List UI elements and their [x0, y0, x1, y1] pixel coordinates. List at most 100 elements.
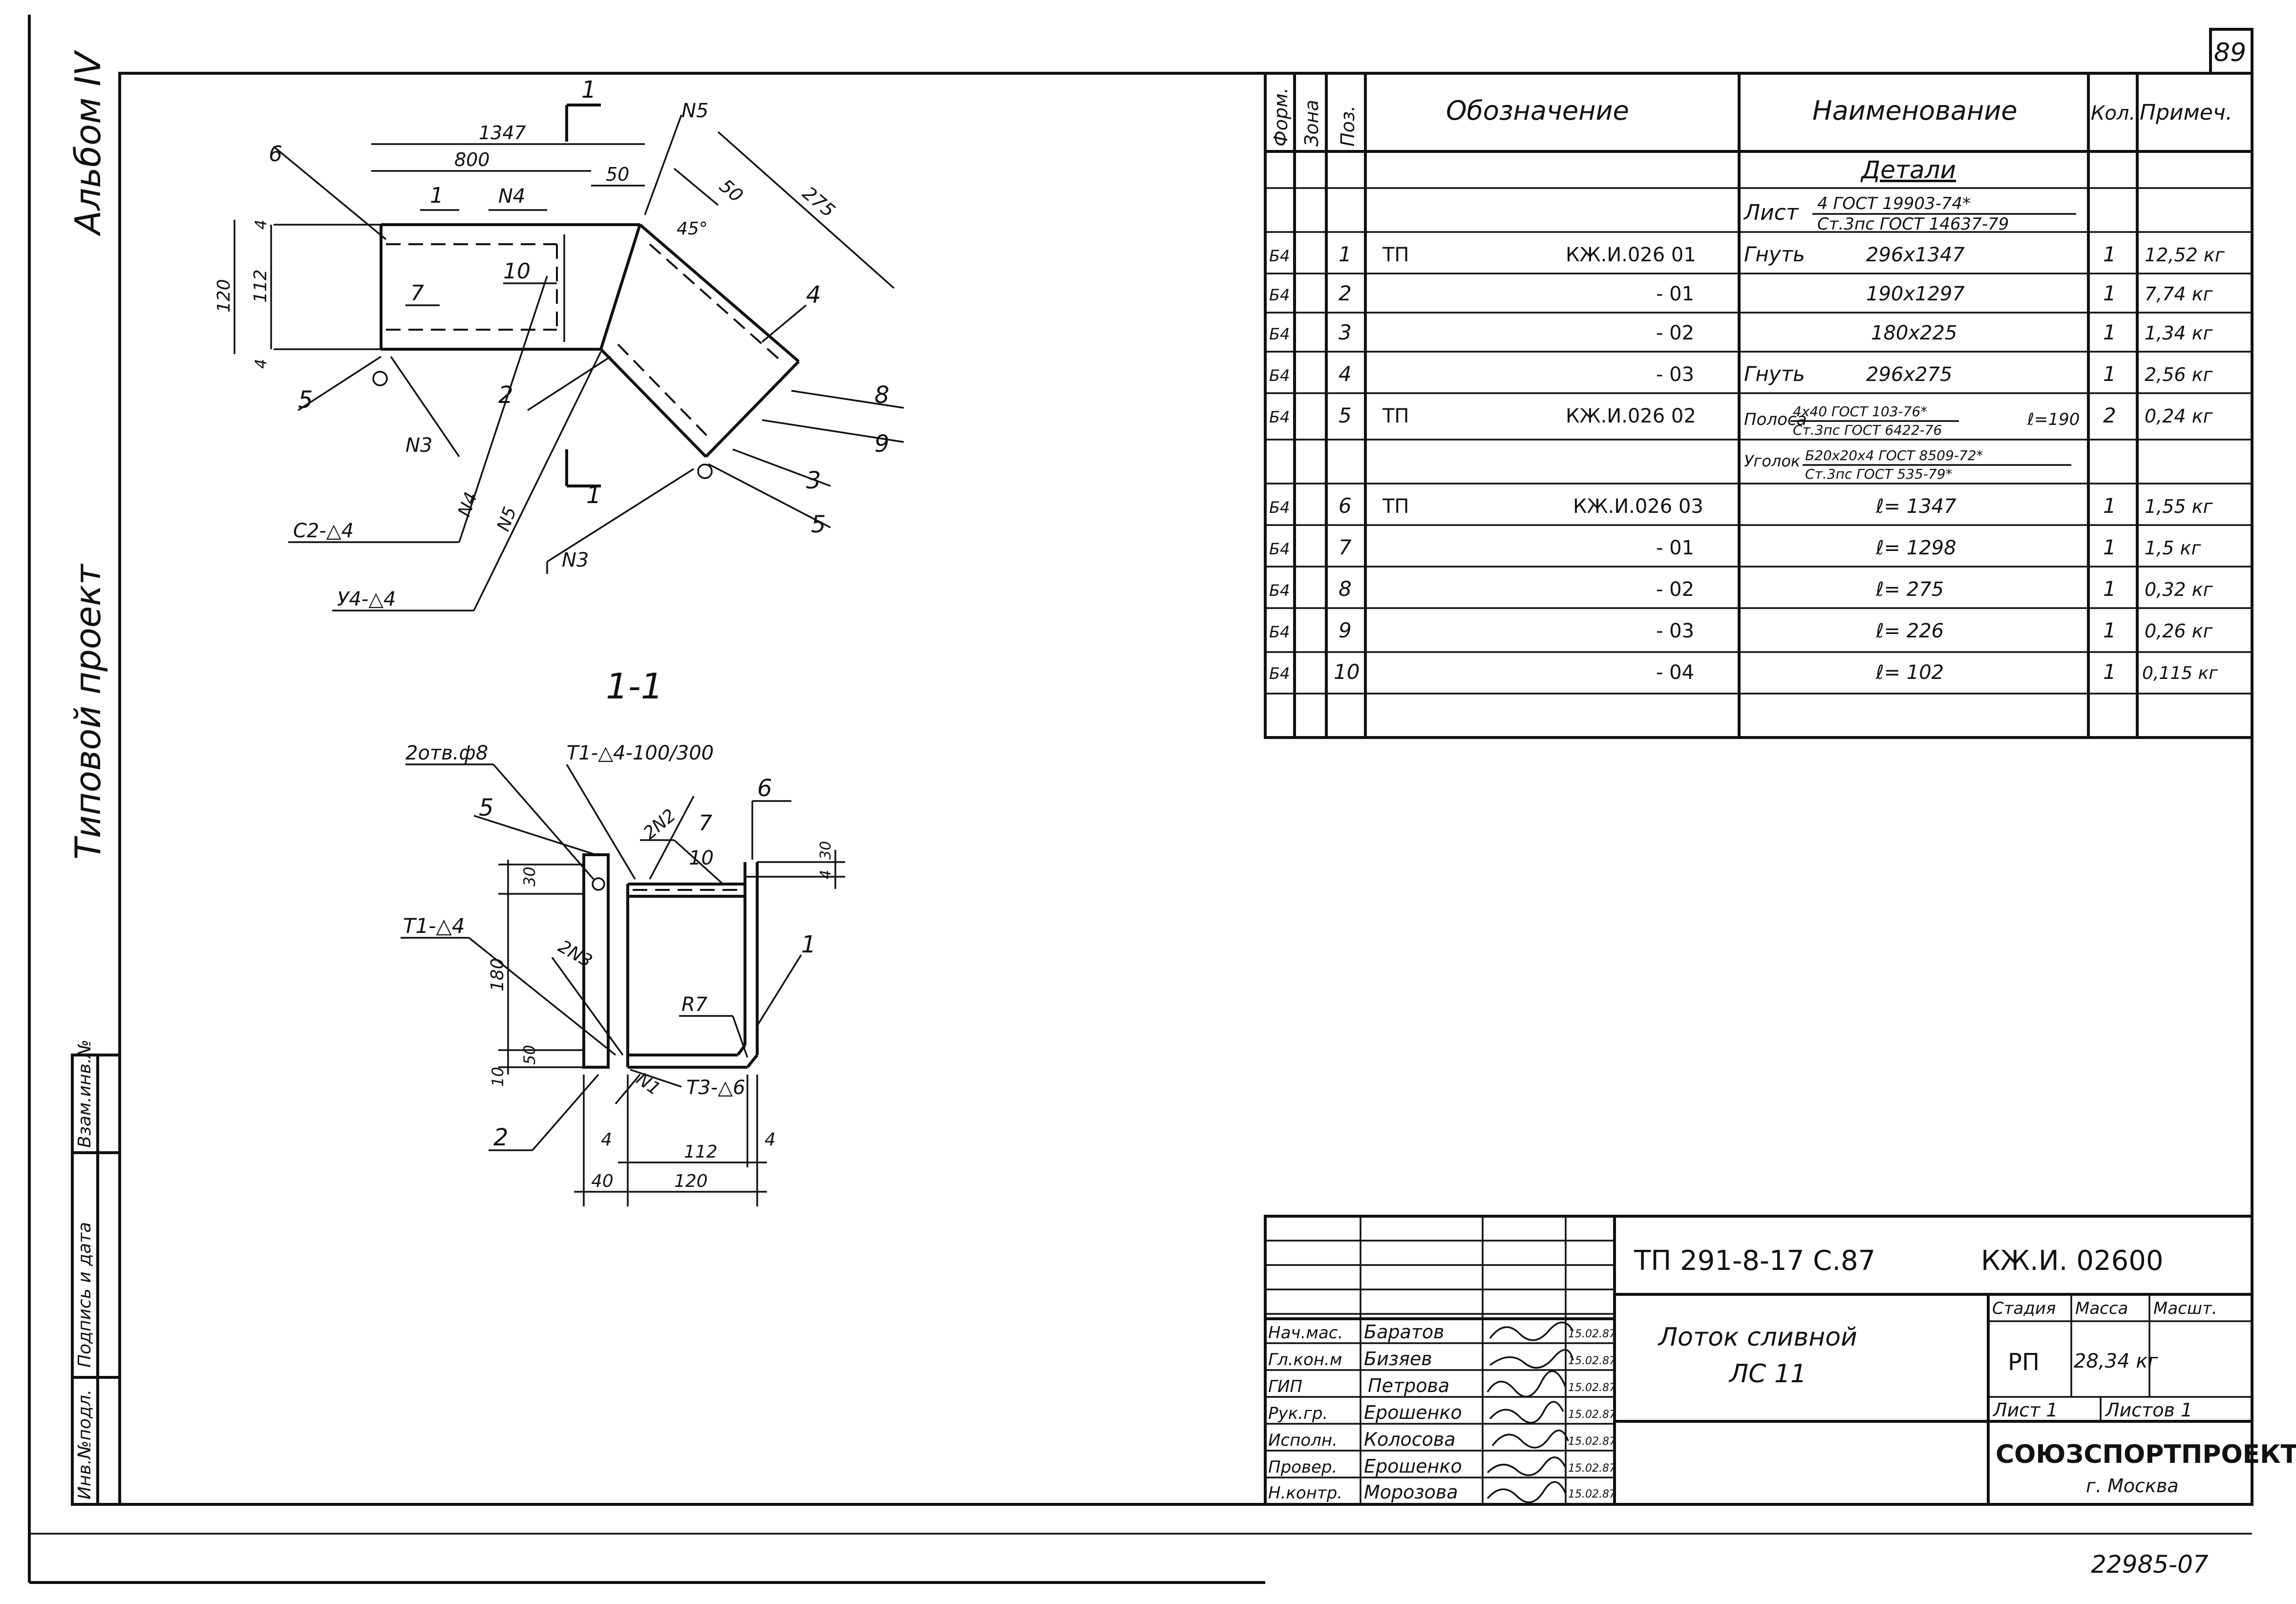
row-pos: 7	[1339, 535, 1352, 559]
callout-8: 8	[874, 381, 890, 409]
section-dim-4-left: 4	[601, 1130, 612, 1150]
material-prefix: Лист	[1743, 200, 1799, 225]
row-qty: 1	[2103, 535, 2116, 559]
row-name: Гнуть	[1744, 242, 1805, 266]
organization-city: г. Москва	[2086, 1475, 2179, 1497]
row-pos: 6	[1339, 494, 1352, 518]
row-code: ТП	[1382, 244, 1409, 266]
row-qty: 1	[2103, 577, 2116, 601]
callout-4: 4	[806, 281, 821, 309]
typical-project-label: Типовой проект	[67, 563, 108, 860]
row-name: Уголок	[1744, 452, 1801, 470]
row-qty: 1	[2103, 494, 2116, 518]
drawing-code: КЖ.И. 02600	[1981, 1245, 2164, 1277]
row-note: 0,24 кг	[2145, 405, 2213, 427]
row-form: Б4	[1269, 408, 1290, 426]
section-dim-50: 50	[520, 1045, 539, 1065]
table-row: Б4 7 - 01 ℓ= 1298 1 1,5 кг	[1269, 535, 2201, 559]
sheet-label: Лист 1	[1992, 1399, 2058, 1421]
row-name: Полоса	[1744, 410, 1807, 429]
table-row: Б4 8 - 02 ℓ= 275 1 0,32 кг	[1269, 577, 2213, 601]
signature-mark	[1491, 1429, 1569, 1449]
row-form: Б4	[1269, 623, 1290, 641]
dim-4-bottom: 4	[252, 359, 270, 369]
sig-role: Гл.кон.м	[1268, 1350, 1342, 1370]
section-dim-10: 10	[489, 1067, 507, 1087]
th-designation: Обозначение	[1446, 95, 1629, 126]
th-form: Форм.	[1270, 87, 1292, 147]
section-mark-top: 1	[581, 76, 596, 104]
sig-date: 15.02.87	[1568, 1328, 1616, 1340]
callout-n3-left: N3	[405, 434, 432, 457]
row-pos: 1	[1339, 242, 1352, 266]
dim-275: 275	[798, 182, 839, 221]
section-callout-1: 1	[801, 931, 816, 958]
row-code: ТП	[1382, 495, 1409, 518]
sig-date: 15.02.87	[1568, 1382, 1616, 1394]
section-geometry	[401, 763, 845, 1206]
callout-5-left: 5	[298, 386, 313, 414]
note-2n3: 2N3	[555, 936, 596, 971]
section-dim-112: 112	[684, 1142, 718, 1162]
sig-date: 15.02.87	[1568, 1409, 1616, 1421]
row-ref: - 03	[1656, 620, 1694, 642]
weld-c2: С2-△4	[293, 520, 354, 542]
stage-header: Стадия	[1992, 1299, 2056, 1318]
callout-10: 10	[503, 259, 531, 284]
dim-4-top: 4	[252, 220, 270, 230]
spec-table-grid	[1264, 72, 2253, 739]
sig-name: Ерошенко	[1364, 1456, 1462, 1477]
album-label: Альбом IV	[67, 49, 108, 236]
stamp-replace-label: Взам.инв.№	[75, 1039, 95, 1148]
organization-name: СОЮЗСПОРТПРОЕКТ	[1996, 1440, 2296, 1469]
row-ref: - 04	[1656, 661, 1694, 684]
weld-n5-diag: N5	[493, 504, 521, 534]
sig-name: Петрова	[1368, 1375, 1449, 1396]
sig-name: Баратов	[1364, 1321, 1445, 1343]
row-qty: 1	[2103, 618, 2116, 642]
section-dim-120: 120	[674, 1171, 708, 1191]
row-size: ℓ= 1298	[1875, 537, 1956, 559]
section-dim-40: 40	[591, 1171, 614, 1191]
spec-rows: Б4 1 ТП КЖ.И.026 01 Гнуть 296х1347 1 12,…	[1269, 242, 2225, 684]
th-note: Примеч.	[2140, 100, 2232, 125]
sig-name: Морозова	[1364, 1481, 1458, 1503]
table-row: Б4 1 ТП КЖ.И.026 01 Гнуть 296х1347 1 12,…	[1269, 242, 2225, 266]
row-ref: КЖ.И.026 03	[1573, 495, 1703, 518]
row-pos: 5	[1339, 403, 1352, 427]
signature-mark	[1489, 1349, 1574, 1369]
row-note: 0,26 кг	[2145, 620, 2213, 642]
callout-1: 1	[430, 183, 444, 208]
row-size: 296х275	[1866, 363, 1952, 386]
sig-role: Исполн.	[1268, 1431, 1338, 1450]
row-name: Гнуть	[1744, 362, 1805, 386]
note-t3: Т3-△6	[686, 1076, 745, 1099]
row-size: ℓ= 102	[1875, 661, 1944, 684]
th-zone: Зона	[1301, 100, 1322, 147]
sig-date: 15.02.87	[1568, 1462, 1616, 1475]
row-code: ТП	[1382, 405, 1409, 427]
sig-date: 15.02.87	[1568, 1488, 1616, 1500]
callout-n5: N5	[681, 100, 708, 122]
row-mat-bottom: Ст.3пс ГОСТ 6422-76	[1793, 422, 1942, 438]
row-pos: 3	[1339, 320, 1352, 344]
section-title: 1-1	[606, 666, 663, 707]
row-form: Б4	[1269, 247, 1290, 265]
scale-header: Масшт.	[2153, 1299, 2217, 1318]
table-row: Б4 2 - 01 190х1297 1 7,74 кг	[1269, 281, 2213, 305]
sig-name: Ерошенко	[1364, 1402, 1462, 1423]
signature-rows: Нач.мас. Баратов 15.02.87 Гл.кон.м Бизяе…	[1268, 1321, 1616, 1503]
section-callout-2: 2	[493, 1124, 509, 1151]
sig-role: Нач.мас.	[1268, 1323, 1343, 1343]
spec-section-title: Детали	[1860, 156, 1956, 184]
row-size: ℓ= 1347	[1875, 495, 1956, 518]
row-size: 190х1297	[1866, 283, 1965, 305]
row-note: 1,34 кг	[2145, 322, 2213, 344]
section-dim-30-left: 30	[520, 866, 539, 886]
dim-45deg: 45°	[677, 219, 708, 239]
th-name: Наименование	[1812, 95, 2018, 126]
sheet-number: 89	[2214, 38, 2246, 67]
row-form: Б4	[1269, 498, 1290, 517]
drawing-title-line2: ЛС 11	[1728, 1359, 1807, 1389]
